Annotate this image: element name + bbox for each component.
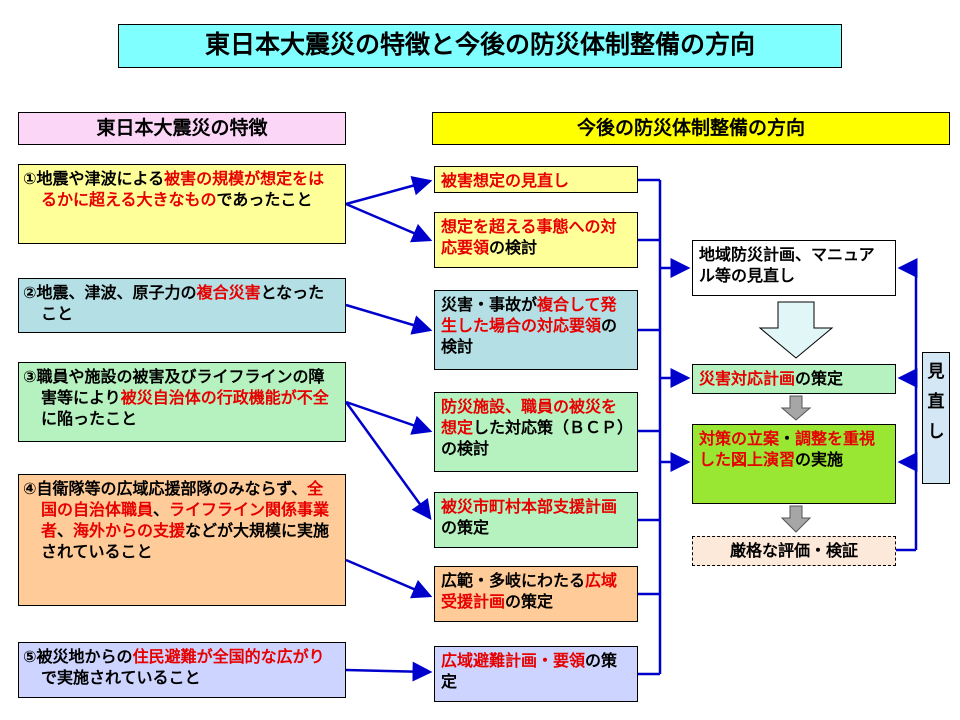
arrow-f1-d2 bbox=[345, 202, 433, 243]
feature-1-box: ①地震や津波による被害の規模が想定をはるかに超える大きなものであったこと bbox=[18, 164, 346, 244]
features-header: 東日本大震災の特徴 bbox=[18, 112, 346, 145]
direction-7-box: 広域避難計画・要領の策定 bbox=[434, 646, 638, 702]
feature-3-box: ③職員や施設の被害及びライフラインの障害等により被災自治体の行政機能が不全に陥っ… bbox=[18, 362, 346, 442]
review-box: 見 直 し bbox=[922, 352, 950, 484]
directions-header: 今後の防災体制整備の方向 bbox=[432, 112, 950, 145]
response-plan-box: 災害対応計画の策定 bbox=[692, 364, 896, 394]
arrow-f5-d7 bbox=[345, 661, 433, 682]
down-arrow-small-1 bbox=[780, 395, 812, 421]
feature-2-box: ②地震、津波、原子力の複合災害となったこと bbox=[18, 278, 346, 333]
down-arrow-large bbox=[758, 301, 834, 359]
evaluation-box: 厳格な評価・検証 bbox=[692, 536, 896, 566]
arrow-f4-d6 bbox=[345, 558, 433, 599]
direction-3-box: 災害・事故が複合して発生した場合の対応要領の検討 bbox=[434, 290, 638, 370]
direction-2-box: 想定を超える事態への対応要領の検討 bbox=[434, 212, 638, 268]
direction-1-box: 被害想定の見直し bbox=[434, 166, 638, 193]
plan-revision-box: 地域防災計画、マニュアル等の見直し bbox=[692, 240, 896, 296]
feature-4-box: ④自衛隊等の広域応援部隊のみならず、全国の自治体職員、ライフライン関係事業者、海… bbox=[18, 474, 346, 606]
arrow-f2-d3 bbox=[345, 303, 433, 335]
arrow-f3-d4 bbox=[345, 400, 433, 435]
page-title: 東日本大震災の特徴と今後の防災体制整備の方向 bbox=[118, 24, 842, 68]
tabletop-exercise-box: 対策の立案・調整を重視した図上演習の実施 bbox=[692, 424, 896, 504]
feature-5-box: ⑤被災地からの住民避難が全国的な広がりで実施されていること bbox=[18, 642, 346, 698]
arrow-f3-d5 bbox=[344, 401, 432, 521]
arrow-f1-d1 bbox=[345, 175, 433, 206]
direction-5-box: 被災市町村本部支援計画の策定 bbox=[434, 492, 638, 548]
direction-6-box: 広範・多岐にわたる広域受援計画の策定 bbox=[434, 566, 638, 622]
direction-4-box: 防災施設、職員の被災を想定した対応策（ＢＣＰ）の検討 bbox=[434, 392, 638, 472]
down-arrow-small-2 bbox=[780, 505, 812, 533]
